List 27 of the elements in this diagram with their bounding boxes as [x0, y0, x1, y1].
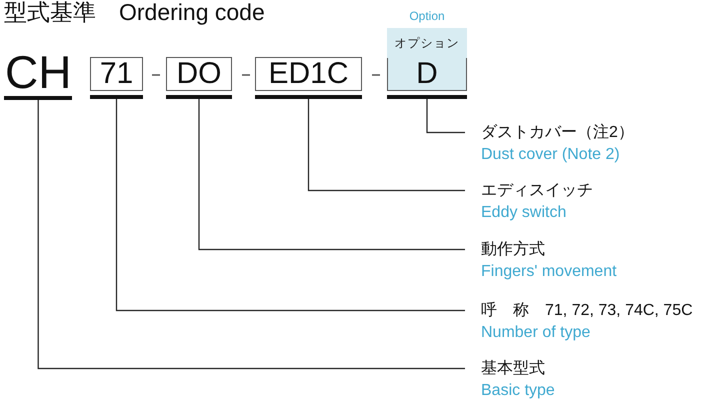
description-jp: 基本型式 [481, 358, 546, 379]
description-jp: 動作方式 [481, 240, 546, 260]
option-code-block [387, 8, 467, 99]
option-band: オプション [387, 28, 467, 58]
code-field: 71 [90, 57, 143, 91]
leader-line [426, 99, 465, 134]
leader-line [38, 100, 465, 370]
description-jp: ダストカバー（注2） [481, 122, 634, 143]
code-field: ED1C [255, 57, 362, 91]
description-en: Number of type [481, 323, 592, 343]
leader-line [198, 99, 465, 250]
description-jp: 呼 称 71, 72, 73, 74C, 75C [481, 300, 693, 321]
leader-line [116, 99, 465, 312]
description-en: Fingers' movement [481, 262, 617, 282]
leader-line [308, 99, 465, 192]
description-en: Dust cover (Note 2) [481, 145, 621, 165]
code-segment [166, 57, 232, 99]
code-segment [255, 57, 362, 99]
option-label: Option [408, 8, 446, 24]
description-jp: エディスイッチ [481, 181, 593, 201]
code-segment [90, 57, 143, 99]
code-field: D [387, 58, 467, 91]
description-en: Basic type [481, 381, 555, 401]
title: 型式基準 Ordering code [4, 0, 265, 26]
description-en: Eddy switch [481, 203, 568, 223]
code-field: DO [166, 57, 232, 91]
model-code: CH [4, 52, 72, 92]
